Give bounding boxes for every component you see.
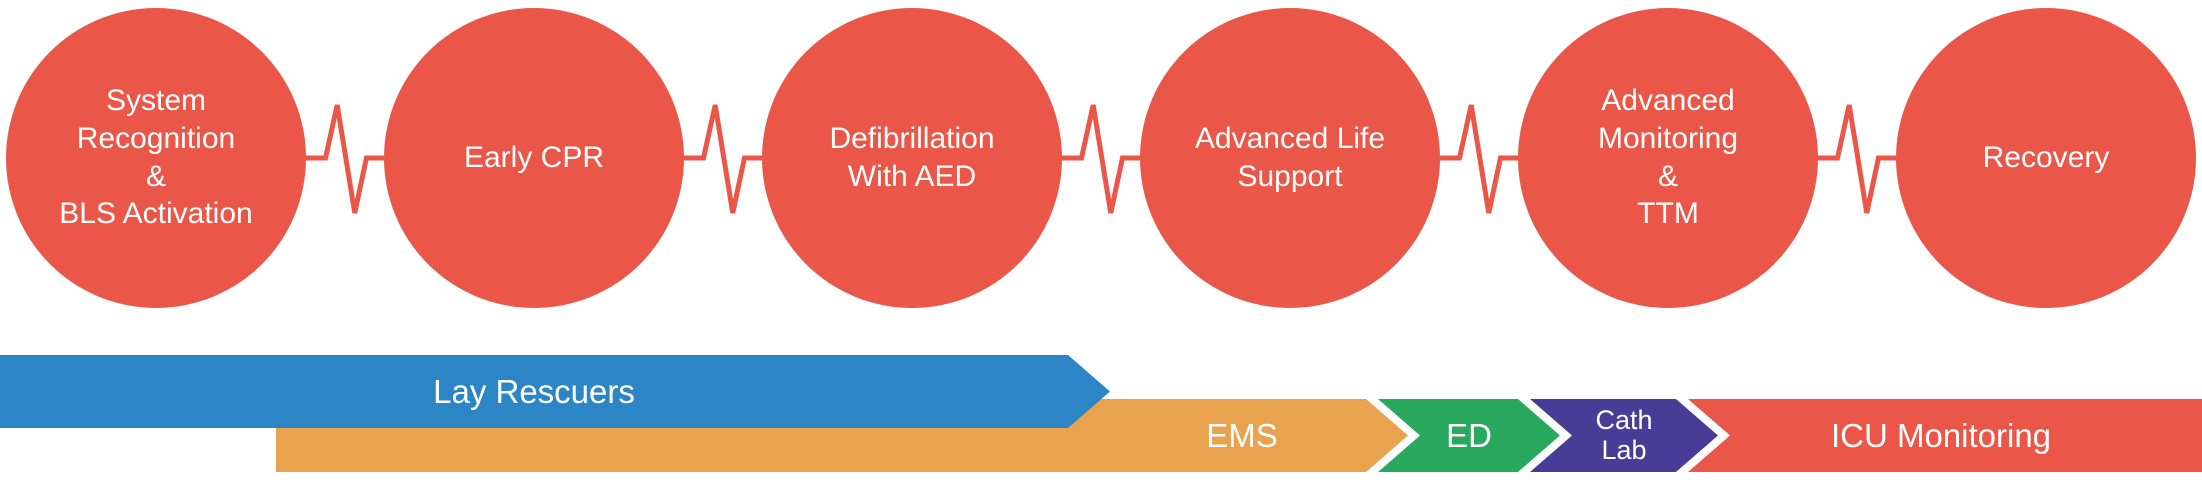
band-label: EMS <box>1206 416 1278 454</box>
step-label: Advanced Life Support <box>1194 121 1386 193</box>
step-early-cpr: Early CPR <box>384 7 684 308</box>
band-label: Lay Rescuers <box>433 372 635 410</box>
step-label: Advanced Monitoring & TTM <box>1597 83 1739 231</box>
step-label: Recovery <box>1982 140 2110 174</box>
ekg-waveform <box>1062 73 1140 243</box>
band-icu-monitoring: ICU Monitoring <box>1688 399 2202 472</box>
step-advanced-monitoring-ttm: Advanced Monitoring & TTM <box>1518 7 1818 308</box>
step-system-recognition-bls-activation: System Recognition & BLS Activation <box>6 7 306 308</box>
band-label: ED <box>1446 416 1492 454</box>
ekg-pulse-icon <box>684 73 762 243</box>
step-defibrillation-with-aed: Defibrillation With AED <box>762 7 1062 308</box>
step-advanced-life-support: Advanced Life Support <box>1140 7 1440 308</box>
ekg-waveform <box>1440 73 1518 243</box>
step-label: System Recognition & BLS Activation <box>59 83 253 231</box>
ekg-waveform <box>1818 73 1896 243</box>
ekg-pulse-icon <box>1062 73 1140 243</box>
step-label: Early CPR <box>463 140 605 174</box>
chain-row: System Recognition & BLS Activation Earl… <box>6 6 2196 309</box>
ekg-waveform <box>306 73 384 243</box>
step-recovery: Recovery <box>1896 7 2196 308</box>
step-label: Defibrillation With AED <box>829 121 995 193</box>
ekg-pulse-icon <box>1440 73 1518 243</box>
band-label: ICU Monitoring <box>1830 416 2052 454</box>
ekg-waveform <box>684 73 762 243</box>
band-lay-rescuers: Lay Rescuers <box>0 355 1110 428</box>
band-label: Cath Lab <box>1595 405 1653 465</box>
ekg-pulse-icon <box>306 73 384 243</box>
ekg-pulse-icon <box>1818 73 1896 243</box>
